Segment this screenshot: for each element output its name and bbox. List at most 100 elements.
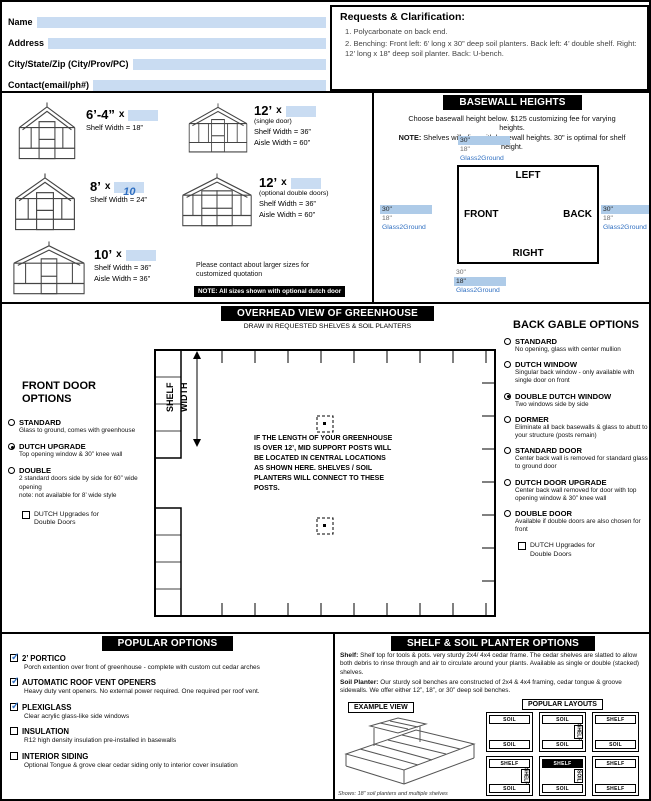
shelf-axis-label: SHELF	[165, 382, 175, 412]
layout-thumb-1[interactable]: SOIL SOIL	[486, 712, 533, 752]
name-input[interactable]	[36, 17, 326, 28]
option-desc: Singular back window - only available wi…	[515, 369, 635, 385]
checkbox-roof-vents[interactable]	[10, 676, 19, 687]
layout-thumb-6[interactable]: SHELF SHELF	[592, 756, 639, 796]
basewall-back-glass2ground[interactable]: Glass2Ground	[603, 224, 647, 231]
back-gable-options-list: STANDARD No opening, glass with center m…	[504, 337, 649, 559]
name-label: Name	[8, 17, 33, 27]
divider	[372, 91, 374, 304]
layout-bottom-label: SHELF	[595, 784, 636, 793]
radio-back-standard-door[interactable]	[504, 447, 511, 455]
option-back-double-door: DOUBLE DOOR Available if double doors ar…	[504, 508, 649, 534]
aisle-width-spec: Aisle Width = 36”	[94, 274, 151, 283]
option-desc: Top opening window & 30” knee wall	[19, 451, 123, 459]
size-8-length-input[interactable]: 10	[114, 182, 145, 198]
layout-right-label: SHELF	[521, 767, 530, 785]
radio-back-double-door[interactable]	[504, 509, 511, 517]
layout-thumb-2[interactable]: SOIL SOIL SHELF	[539, 712, 586, 752]
option-label: DUTCH UPGRADE	[19, 442, 86, 452]
radio-front-double[interactable]	[8, 467, 15, 475]
popular-desc: Porch extention over front of greenhouse…	[24, 664, 260, 671]
basewall-left-30[interactable]: 30"	[458, 136, 510, 145]
basewall-front-30[interactable]: 30"	[380, 205, 432, 214]
basewall-left-18[interactable]: 18"	[460, 146, 470, 153]
layout-thumb-5[interactable]: SHELF SOIL SOIL	[539, 756, 586, 796]
size-10-length-input[interactable]	[125, 250, 156, 261]
example-caption: Shows: 18” soil planters and multiple sh…	[338, 791, 448, 797]
checkbox-front-dutch-double[interactable]	[22, 510, 30, 519]
greenhouse-6-4-icon	[18, 102, 76, 160]
option-label: STANDARD DOOR	[515, 446, 582, 456]
option-desc: Eliminate all back basewalls & glass to …	[515, 423, 648, 439]
option-desc: Available if double doors are also chose…	[515, 517, 641, 534]
checkbox-portico[interactable]	[10, 652, 19, 663]
layout-right-label: SOIL	[574, 769, 583, 783]
times-label: x	[281, 177, 287, 188]
radio-front-standard[interactable]	[8, 419, 15, 426]
size-12-single-length-input[interactable]	[285, 106, 316, 117]
divider	[2, 632, 649, 634]
basewall-back-30[interactable]: 30"	[601, 205, 649, 214]
checkbox-interior-siding[interactable]	[10, 751, 18, 760]
popular-item-interior-siding: INTERIOR SIDING Optional Tongue & grove …	[10, 751, 325, 770]
layout-bottom-label: SOIL	[489, 784, 530, 793]
popular-options-list: 2’ PORTICO Porch extention over front of…	[10, 652, 325, 776]
request-item: 1. Polycarbonate on back end.	[345, 27, 448, 36]
popular-desc: Heavy duty vent openers. No external pow…	[24, 688, 260, 696]
basewall-back-18[interactable]: 18"	[603, 215, 613, 222]
layout-bottom-label: SOIL	[542, 784, 583, 793]
shelf-paragraph: Shelf: Shelf top for tools & pots. very …	[340, 652, 642, 677]
radio-back-dutch-window[interactable]	[504, 361, 511, 369]
request-item: 2. Benching: Front left: 6’ long x 30” d…	[345, 39, 637, 59]
basewall-right-30[interactable]: 30"	[456, 269, 466, 276]
radio-back-dutch-door-upgrade[interactable]	[504, 478, 511, 486]
back-gable-options-title: BACK GABLE OPTIONS	[513, 319, 639, 331]
size-label: 12’	[254, 103, 273, 118]
overhead-diagram[interactable]: SHELF WIDTH	[147, 342, 503, 624]
layout-thumb-4[interactable]: SHELF SOIL SHELF	[486, 756, 533, 796]
width-axis-label: WIDTH	[179, 383, 189, 413]
option-label: DOUBLE DOOR	[515, 508, 572, 518]
popular-item-roof-vents: AUTOMATIC ROOF VENT OPENERS Heavy duty v…	[10, 676, 325, 696]
layout-top-label: SHELF	[542, 759, 583, 768]
radio-back-double-dutch-window[interactable]	[504, 392, 511, 400]
checkbox-back-dutch-double[interactable]	[518, 542, 526, 551]
option-desc: Two windows side by side	[515, 400, 589, 408]
example-view-drawing	[344, 717, 476, 785]
size-option-6-4: 6’-4” x Shelf Width = 18”	[86, 108, 159, 132]
size-option-10: 10’ x Shelf Width = 36” Aisle Width = 36…	[94, 248, 156, 283]
option-label: DOUBLE	[19, 466, 52, 476]
shelf-width-spec: Shelf Width = 36”	[94, 263, 151, 272]
checkbox-insulation[interactable]	[10, 727, 18, 736]
radio-back-standard[interactable]	[504, 338, 511, 345]
address-input[interactable]	[48, 38, 326, 49]
contact-input[interactable]	[93, 80, 326, 91]
layout-top-label: SHELF	[595, 759, 636, 768]
size-6-4-length-input[interactable]	[128, 110, 159, 121]
basewall-right-18[interactable]: 18"	[454, 277, 506, 286]
option-front-dutch-upgrade: DUTCH UPGRADE Top opening window & 30” k…	[8, 442, 144, 459]
radio-front-dutch-upgrade[interactable]	[8, 443, 15, 451]
city-input[interactable]	[132, 59, 326, 70]
radio-back-dormer[interactable]	[504, 415, 511, 423]
size-label: 8’	[90, 179, 101, 194]
popular-desc: Clear acrylic glass-like side windows	[24, 712, 130, 720]
checkbox-plexiglass[interactable]	[10, 701, 19, 712]
option-back-standard-door: STANDARD DOOR Center back wall is remove…	[504, 446, 649, 471]
layout-thumb-3[interactable]: SHELF SOIL	[592, 712, 639, 752]
popular-label: 2’ PORTICO	[22, 654, 66, 663]
basewall-front-18[interactable]: 18"	[382, 215, 392, 222]
shelf-width-spec: Shelf Width = 24”	[90, 195, 147, 204]
layout-top-label: SOIL	[489, 715, 530, 724]
size-option-8: 8’ x 10 Shelf Width = 24”	[90, 180, 147, 204]
basewall-right-wall-options: 30" 18" Glass2Ground	[454, 268, 506, 295]
basewall-right-glass2ground[interactable]: Glass2Ground	[456, 287, 500, 294]
shelf-label: Shelf:	[340, 652, 359, 659]
option-label: DOUBLE DUTCH WINDOW	[515, 391, 612, 401]
size-12-double-length-input[interactable]	[290, 178, 321, 189]
basewall-left-glass2ground[interactable]: Glass2Ground	[460, 155, 504, 162]
basewall-front-glass2ground[interactable]: Glass2Ground	[382, 224, 426, 231]
popular-item-plexiglass: PLEXIGLASS Clear acrylic glass-like side…	[10, 701, 325, 721]
option-desc: Glass to ground, comes with greenhouse	[19, 427, 136, 434]
popular-label: INTERIOR SIDING	[22, 751, 89, 761]
